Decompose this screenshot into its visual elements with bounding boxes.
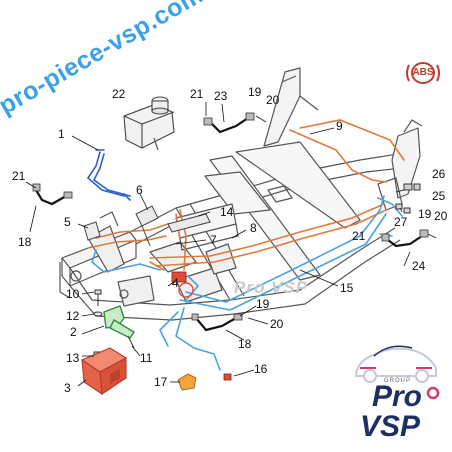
clip-part-14 (167, 213, 211, 233)
leader-lines (25, 102, 411, 387)
callout-10: 10 (66, 287, 80, 301)
pro-vsp-logo: GROUP Pro VSP (346, 338, 446, 446)
washer-part-12 (93, 311, 103, 317)
fuel-pipe-bracket-part-6 (135, 205, 159, 247)
callout-21-top: 21 (190, 87, 204, 101)
callout-18-rear: 18 (238, 337, 252, 351)
accent-ring-icon (426, 386, 440, 400)
callout-2: 2 (70, 325, 77, 339)
brake-hose-part-24 (381, 229, 437, 248)
callout-21-right: 21 (352, 229, 366, 243)
control-module-part-3 (80, 347, 128, 396)
fitting-part-25-26 (395, 183, 421, 193)
connector-block-part-17 (177, 373, 197, 391)
screw-part-11 (127, 335, 135, 349)
callout-5: 5 (64, 215, 71, 229)
callout-1: 1 (58, 127, 65, 141)
brake-hose-part-18-rear (191, 313, 243, 332)
callout-24: 24 (412, 259, 426, 273)
fuel-lines (87, 119, 405, 271)
clip-part-16 (223, 373, 232, 381)
callout-19-mid: 19 (256, 297, 270, 311)
callout-15: 15 (340, 281, 354, 295)
abs-label: ABS (412, 67, 434, 78)
center-watermark: Pro VSP (234, 278, 309, 297)
callout-21-left: 21 (12, 169, 26, 183)
brake-hose-part-23 (203, 112, 267, 134)
callout-22: 22 (112, 87, 126, 101)
car-silhouette-icon (355, 345, 437, 383)
wiring-harness-part-1 (86, 149, 131, 201)
callout-7: 7 (210, 233, 217, 247)
callout-4: 4 (172, 276, 179, 290)
bolt-part-10 (94, 289, 102, 306)
callout-numbers: 1 2 3 4 5 6 7 8 9 10 11 12 13 14 15 16 1… (12, 85, 448, 395)
callout-9: 9 (336, 119, 343, 133)
callout-8: 8 (250, 221, 257, 235)
callout-17: 17 (154, 375, 168, 389)
callout-20-mid: 20 (270, 317, 284, 331)
callout-14: 14 (220, 205, 234, 219)
mount-part-5 (83, 221, 101, 241)
callout-20-right: 20 (434, 209, 448, 223)
callout-16: 16 (254, 362, 268, 376)
callout-19-right: 19 (418, 207, 432, 221)
abs-badge: ABS (404, 60, 442, 86)
callout-13: 13 (66, 351, 80, 365)
brake-hose-part-18-front (32, 183, 73, 206)
callout-12: 12 (66, 309, 80, 323)
callout-3: 3 (64, 381, 71, 395)
callout-26: 26 (432, 167, 446, 181)
brand-vsp-text: VSP (360, 410, 421, 443)
callout-19-top: 19 (248, 85, 262, 99)
callout-6: 6 (136, 183, 143, 197)
callout-18-front: 18 (18, 235, 32, 249)
reservoir-part-22 (123, 96, 175, 151)
callout-27: 27 (394, 215, 408, 229)
callout-23: 23 (214, 89, 228, 103)
unions-part-27 (395, 203, 411, 214)
callout-25: 25 (432, 189, 446, 203)
brake-lines (91, 195, 403, 371)
brand-group-label: GROUP (384, 378, 412, 384)
connector-part-4 (171, 271, 194, 298)
callout-20-top: 20 (266, 93, 280, 107)
green-bracket-part-2 (103, 305, 135, 339)
brand-pro-text: Pro (372, 380, 423, 413)
callout-11: 11 (140, 351, 153, 365)
abs-icon (406, 62, 440, 84)
